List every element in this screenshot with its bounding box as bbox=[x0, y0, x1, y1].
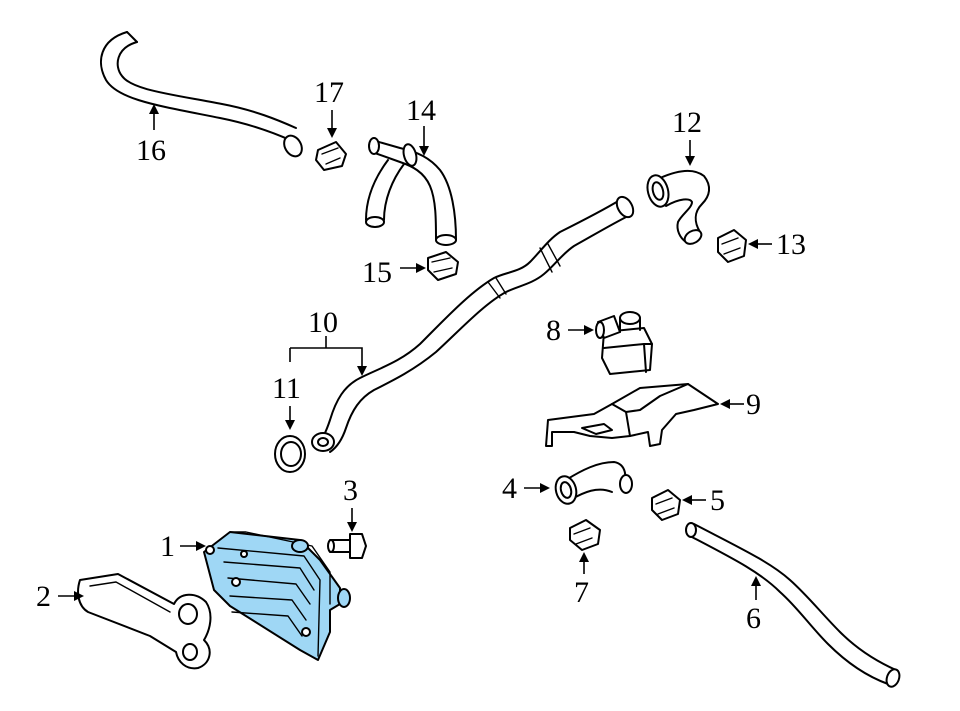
callout-12: 12 bbox=[672, 106, 702, 139]
callout-8: 8 bbox=[546, 314, 561, 347]
callout-5: 5 bbox=[710, 484, 725, 517]
part-15-clamp bbox=[427, 251, 459, 281]
callout-15: 15 bbox=[362, 256, 392, 289]
part-11-oring bbox=[274, 435, 306, 473]
callout-labels: 1 2 3 4 5 6 7 8 9 10 11 12 13 14 15 16 1… bbox=[36, 76, 806, 635]
part-16-hose bbox=[100, 31, 303, 158]
callout-3: 3 bbox=[343, 474, 358, 507]
callout-16: 16 bbox=[136, 134, 166, 167]
part-10-pipe bbox=[311, 195, 635, 453]
part-14-y-hose bbox=[365, 137, 457, 246]
callout-7: 7 bbox=[574, 576, 589, 609]
part-9-bracket bbox=[545, 383, 719, 447]
callout-1: 1 bbox=[160, 530, 175, 563]
callout-4: 4 bbox=[502, 472, 517, 505]
callout-10: 10 bbox=[308, 306, 338, 339]
part-5-clamp bbox=[651, 489, 681, 521]
callout-17: 17 bbox=[314, 76, 344, 109]
part-7-clamp bbox=[569, 519, 601, 551]
part-8-pump bbox=[595, 311, 653, 375]
callout-6: 6 bbox=[746, 602, 761, 635]
leader-lines bbox=[58, 104, 772, 601]
callout-13: 13 bbox=[776, 228, 806, 261]
part-4-hose bbox=[554, 461, 633, 505]
part-1-oil-cooler bbox=[203, 531, 351, 661]
part-2-gasket bbox=[77, 573, 212, 670]
callout-14: 14 bbox=[406, 94, 436, 127]
part-3-bolt bbox=[327, 533, 367, 559]
part-17-clamp bbox=[315, 141, 347, 171]
part-6-hose bbox=[685, 522, 901, 688]
part-13-clamp bbox=[717, 229, 747, 263]
callout-9: 9 bbox=[746, 388, 761, 421]
part-12-elbow-hose bbox=[646, 170, 710, 245]
callout-2: 2 bbox=[36, 580, 51, 613]
callout-11: 11 bbox=[272, 372, 301, 405]
